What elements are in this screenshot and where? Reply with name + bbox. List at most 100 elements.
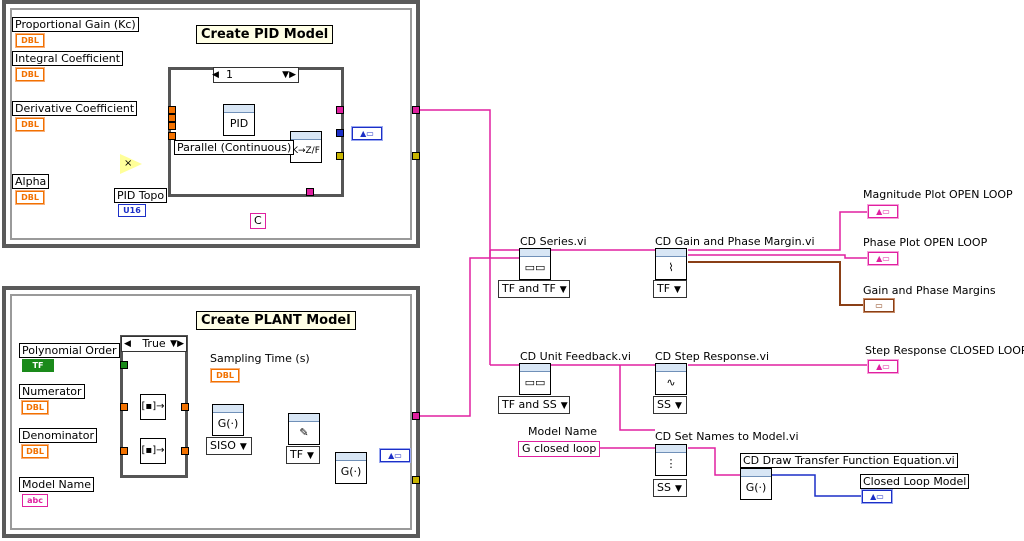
magnitude-plot-label: Magnitude Plot OPEN LOOP <box>863 188 1013 201</box>
cd-unit-feedback-ring[interactable]: TF and SS▼ <box>498 396 570 414</box>
denominator-control[interactable]: DBL <box>21 444 49 459</box>
polynomial-order-control[interactable]: TF <box>22 359 54 372</box>
plant-model-name-label: Model Name <box>19 477 94 492</box>
gain-phase-margins-label: Gain and Phase Margins <box>863 284 996 297</box>
tf-ring-value: TF <box>290 448 304 461</box>
tunnel <box>120 403 128 411</box>
case-dropdown-icon[interactable]: ▼▶ <box>170 339 184 349</box>
dropdown-icon: ▼ <box>559 285 567 295</box>
sampling-time-control[interactable]: DBL <box>210 368 240 383</box>
derivative-label: Derivative Coefficient <box>12 101 138 116</box>
cd-set-names-label: CD Set Names to Model.vi <box>655 430 799 443</box>
plant-blue-indicator: ▲▭ <box>379 448 411 463</box>
cd-unit-feedback-label: CD Unit Feedback.vi <box>520 350 631 363</box>
gain-phase-margins-indicator: ▭ <box>863 298 895 313</box>
pid-case-selector[interactable]: ◀ 1 ▼▶ <box>212 67 299 83</box>
model-name-constant[interactable]: G closed loop <box>518 441 601 457</box>
integral-control[interactable]: DBL <box>15 67 45 82</box>
tunnel <box>306 188 314 196</box>
plant-model-name-control[interactable]: abc <box>22 494 48 507</box>
alpha-label: Alpha <box>12 174 50 189</box>
cd-draw-tf-vi[interactable]: G(·) <box>740 468 772 500</box>
brown-wire <box>688 261 864 306</box>
bode-icon: ⌇ <box>668 261 674 274</box>
multiply-icon: × <box>124 158 133 169</box>
step-response-indicator: ▲▭ <box>867 359 899 374</box>
phase-plot-label: Phase Plot OPEN LOOP <box>863 236 988 249</box>
set-model-vi[interactable]: ✎ <box>288 413 320 445</box>
derivative-control[interactable]: DBL <box>15 117 45 132</box>
tunnel <box>412 412 420 420</box>
cd-series-ring[interactable]: TF and TF▼ <box>498 280 570 298</box>
plant-case-selector[interactable]: ◀ True ▼▶ <box>121 336 187 352</box>
pid-icon: PID <box>229 117 249 130</box>
sampling-time-label: Sampling Time (s) <box>210 352 310 365</box>
plant-panel-title: Create PLANT Model <box>196 311 356 330</box>
convert-vi-node[interactable]: K→Z/F <box>290 131 322 163</box>
array-subvi-1[interactable]: [▪]→ <box>140 394 166 420</box>
numerator-control[interactable]: DBL <box>21 400 49 415</box>
cd-gain-phase-ring-value: TF <box>657 282 671 295</box>
cd-series-ring-value: TF and TF <box>502 282 556 295</box>
tunnel <box>120 361 128 369</box>
cd-step-response-label: CD Step Response.vi <box>655 350 770 363</box>
tunnel <box>168 106 176 114</box>
convert-icon: K→Z/F <box>292 146 320 156</box>
pencil-icon: ✎ <box>299 426 309 439</box>
form-constant[interactable]: Parallel (Continuous) <box>174 140 295 155</box>
kc-label: Proportional Gain (Kc) <box>12 17 139 32</box>
alpha-control[interactable]: DBL <box>15 190 45 205</box>
dropdown-icon: ▼ <box>239 442 247 452</box>
closed-loop-model-indicator: ▲▭ <box>861 489 893 504</box>
numerator-label: Numerator <box>19 384 85 399</box>
cd-set-names-ring[interactable]: SS▼ <box>653 479 687 497</box>
feedback-icon: ▭▭ <box>524 376 546 389</box>
case-prev-icon[interactable]: ◀ <box>212 70 219 80</box>
tunnel <box>336 129 344 137</box>
closed-loop-model-label: Closed Loop Model <box>860 474 970 489</box>
polynomial-order-label: Polynomial Order <box>19 343 120 358</box>
tf-ring[interactable]: TF▼ <box>286 446 320 464</box>
cd-unit-feedback-vi[interactable]: ▭▭ <box>519 363 551 395</box>
constant-c[interactable]: C <box>250 213 266 229</box>
integral-label: Integral Coefficient <box>12 51 124 66</box>
plant-case-value: True <box>142 337 166 350</box>
names-icon: ⋮ <box>665 457 677 470</box>
cd-step-response-ring-value: SS <box>657 398 671 411</box>
multiply-node[interactable] <box>120 154 142 174</box>
tunnel <box>181 447 189 455</box>
cd-step-response-vi[interactable]: ∿ <box>655 363 687 395</box>
dropdown-icon: ▼ <box>674 484 682 494</box>
pid-panel-title: Create PID Model <box>196 25 334 44</box>
draw-equation-vi[interactable]: G(·) <box>335 452 367 484</box>
denominator-label: Denominator <box>19 428 97 443</box>
phase-plot-indicator: ▲▭ <box>867 251 899 266</box>
pid-topology-label: PID Topo <box>114 188 168 203</box>
array-subvi-2[interactable]: [▪]→ <box>140 438 166 464</box>
tunnel <box>412 106 420 114</box>
pid-vi-node[interactable]: PID <box>223 104 255 136</box>
tunnel <box>336 106 344 114</box>
tunnel <box>168 122 176 130</box>
tunnel <box>181 403 189 411</box>
cd-draw-tf-label: CD Draw Transfer Function Equation.vi <box>740 453 958 468</box>
kc-control[interactable]: DBL <box>15 33 45 48</box>
siso-ring-value: SISO <box>210 439 236 452</box>
cd-set-names-vi[interactable]: ⋮ <box>655 444 687 476</box>
dropdown-icon: ▼ <box>674 285 681 295</box>
model-name-label: Model Name <box>528 425 597 438</box>
construct-tf-vi[interactable]: G(·) <box>212 404 244 436</box>
pid-topology-control[interactable]: U16 <box>118 204 146 217</box>
siso-ring[interactable]: SISO▼ <box>206 437 252 455</box>
case-prev-icon[interactable]: ◀ <box>124 339 131 349</box>
step-response-label: Step Response CLOSED LOOP <box>865 344 1024 357</box>
cd-gain-phase-ring[interactable]: TF▼ <box>653 280 687 298</box>
cd-series-vi[interactable]: ▭▭ <box>519 248 551 280</box>
pid-case-value: 1 <box>226 68 233 81</box>
cd-step-response-ring[interactable]: SS▼ <box>653 396 687 414</box>
case-dropdown-icon[interactable]: ▼▶ <box>282 70 296 80</box>
magnitude-plot-indicator: ▲▭ <box>867 204 899 219</box>
cd-set-names-ring-value: SS <box>657 481 671 494</box>
cd-gain-phase-vi[interactable]: ⌇ <box>655 248 687 280</box>
gs-icon: G(·) <box>217 417 239 430</box>
